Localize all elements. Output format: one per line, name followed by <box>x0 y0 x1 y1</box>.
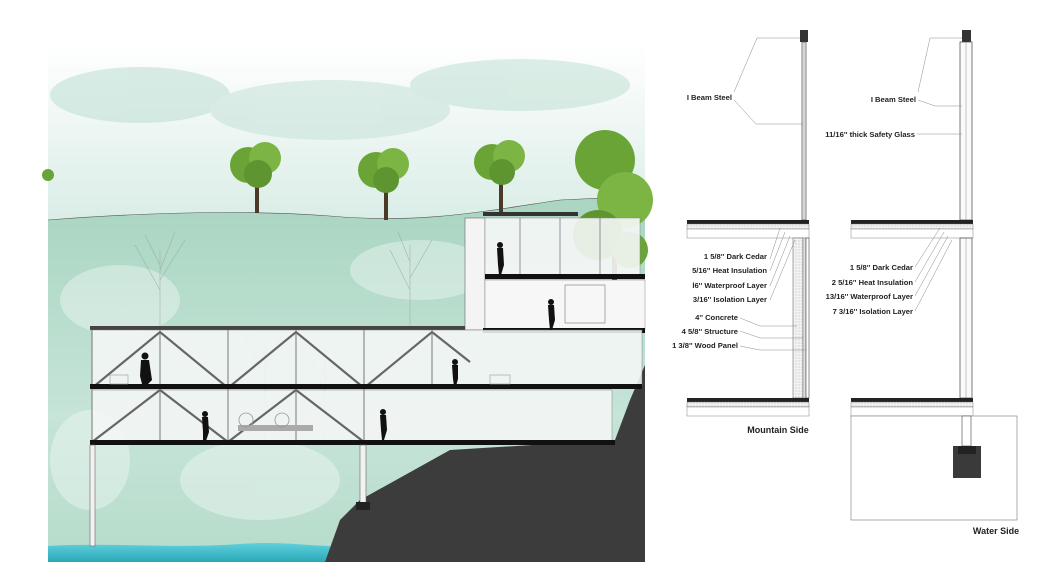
label-mountain-wood-panel: 1 3/8'' Wood Panel <box>672 341 738 350</box>
tree-edge-left <box>42 169 54 181</box>
steel-cap-mountain <box>800 30 808 42</box>
upper-block-roof <box>483 212 578 216</box>
label-mountain-i-beam-steel: I Beam Steel <box>687 93 732 102</box>
mountain-leaders <box>733 37 807 351</box>
building-section <box>89 212 646 547</box>
label-water-i-beam-steel: I Beam Steel <box>871 95 916 104</box>
upper-level-glazing <box>484 217 641 277</box>
water-side-wall-detail: I Beam Steel 11/16'' thick Safety Glass … <box>825 30 1019 536</box>
label-mountain-heat-insulation: 5/16'' Heat Insulation <box>692 266 767 275</box>
label-water-dark-cedar: 1 5/8'' Dark Cedar <box>850 263 913 272</box>
label-water-isolation-layer: 7 3/16'' Isolation Layer <box>833 307 913 316</box>
label-mountain-dark-cedar: 1 5/8'' Dark Cedar <box>704 252 767 261</box>
site-section-drawing <box>42 45 653 562</box>
caption-water-side: Water Side <box>973 526 1019 536</box>
steel-cap-water <box>962 30 971 42</box>
label-mountain-waterproof-layer: l6'' Waterproof Layer <box>692 281 767 290</box>
foundation-block <box>850 415 1018 521</box>
water-leaders <box>914 37 962 312</box>
tree-1 <box>230 142 281 213</box>
lower-slab-water <box>851 398 973 402</box>
upper-slab-mountain <box>687 220 809 224</box>
bridge-upper-glazing <box>91 329 643 387</box>
upper-block-wall <box>464 217 486 331</box>
upper-slab-water <box>851 220 973 224</box>
hill-ridge-line <box>47 195 646 221</box>
lower-slab-mountain <box>687 398 809 402</box>
caption-mountain-side: Mountain Side <box>747 425 809 435</box>
support-column-right <box>359 444 367 506</box>
bridge-upper-slab <box>90 384 642 389</box>
label-mountain-structure: 4 5/8'' Structure <box>682 327 738 336</box>
mist-clouds <box>50 59 630 140</box>
water-surface <box>48 543 330 562</box>
tree-2 <box>358 148 409 220</box>
tree-3 <box>474 140 525 212</box>
mountain-side-wall-detail: I Beam Steel 1 5/8'' Dark Cedar 5/16'' H… <box>672 30 810 435</box>
support-column-left <box>89 444 96 547</box>
upper-floor-slab <box>485 274 645 279</box>
label-water-waterproof-layer: 13/16'' Waterproof Layer <box>826 292 913 301</box>
bridge-lower-slab <box>90 440 615 445</box>
label-water-heat-insulation: 2 5/16'' Heat Insulation <box>832 278 914 287</box>
label-mountain-concrete: 4'' Concrete <box>695 313 738 322</box>
label-mountain-isolation-layer: 3/16'' Isolation Layer <box>693 295 767 304</box>
label-water-safety-glass: 11/16'' thick Safety Glass <box>825 130 915 139</box>
concrete-wall <box>792 237 804 399</box>
rock-cliff <box>325 365 645 562</box>
people-silhouettes <box>140 242 555 441</box>
table <box>238 425 313 431</box>
bridge-roof <box>90 326 465 330</box>
